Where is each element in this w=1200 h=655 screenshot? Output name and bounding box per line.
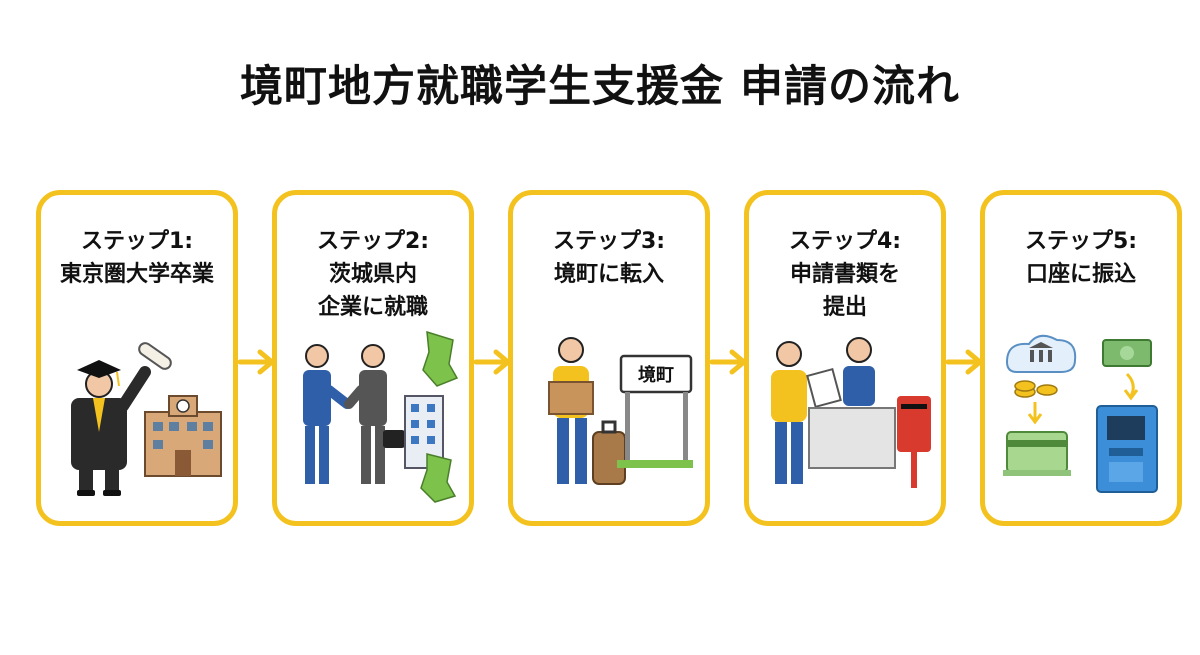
step-label: ステップ3: bbox=[552, 229, 666, 254]
mailbox-icon bbox=[897, 396, 931, 488]
step-text-4: ステップ4: 申請書類を 提出 bbox=[749, 225, 941, 324]
step-description: 提出 bbox=[822, 295, 867, 320]
coins-icon bbox=[1014, 380, 1058, 425]
step-card-4: ステップ4: 申請書類を 提出 bbox=[744, 190, 946, 526]
counter-clerk-icon bbox=[808, 337, 896, 469]
step-card-2: ステップ2: 茨城県内 企業に就職 bbox=[272, 190, 474, 526]
step-text-3: ステップ3: 境町に転入 bbox=[513, 225, 705, 291]
person-carrying-box-icon bbox=[548, 337, 594, 484]
bank-cloud-icon bbox=[1005, 334, 1077, 373]
step-description: 申請書類を bbox=[789, 262, 900, 287]
page-title: 境町地方就職学生支援金 申請の流れ bbox=[240, 62, 960, 112]
step4-illustration bbox=[771, 337, 931, 488]
step5-illustration bbox=[1003, 334, 1158, 493]
step-text-1: ステップ1: 東京圏大学卒業 bbox=[41, 225, 233, 291]
diploma-icon bbox=[138, 342, 172, 370]
step1-illustration bbox=[71, 342, 222, 496]
ibaraki-map-icon bbox=[420, 330, 459, 503]
town-sign-icon: 境町 bbox=[617, 354, 693, 468]
step-label: ステップ5: bbox=[1024, 229, 1138, 254]
step-description: 企業に就職 bbox=[317, 295, 428, 320]
atm-icon bbox=[1096, 405, 1158, 493]
step-text-2: ステップ2: 茨城県内 企業に就職 bbox=[277, 225, 469, 324]
step-card-1: ステップ1: 東京圏大学卒業 bbox=[36, 190, 238, 526]
bank-card-icon bbox=[1003, 431, 1071, 476]
step-description: 東京圏大学卒業 bbox=[59, 262, 214, 287]
step-card-3: ステップ3: 境町に転入 境町 bbox=[508, 190, 710, 526]
university-building-icon bbox=[144, 395, 222, 477]
step2-illustration bbox=[303, 330, 459, 503]
graduate-icon bbox=[71, 360, 151, 496]
town-sign-label: 境町 bbox=[638, 364, 674, 386]
suitcase-icon bbox=[592, 420, 626, 485]
step-description: 境町に転入 bbox=[553, 262, 664, 287]
step-label: ステップ2: bbox=[316, 229, 430, 254]
handshake-icon bbox=[303, 344, 405, 484]
person-submitting-document-icon bbox=[771, 341, 842, 484]
step-label: ステップ4: bbox=[788, 229, 902, 254]
cash-icon bbox=[1102, 339, 1152, 401]
step-description: 口座に振込 bbox=[1025, 262, 1136, 287]
step-description: 茨城県内 bbox=[328, 262, 417, 287]
step3-illustration: 境町 bbox=[548, 337, 693, 485]
step-card-5: ステップ5: 口座に振込 bbox=[980, 190, 1182, 526]
step-label: ステップ1: bbox=[80, 229, 194, 254]
step-text-5: ステップ5: 口座に振込 bbox=[985, 225, 1177, 291]
